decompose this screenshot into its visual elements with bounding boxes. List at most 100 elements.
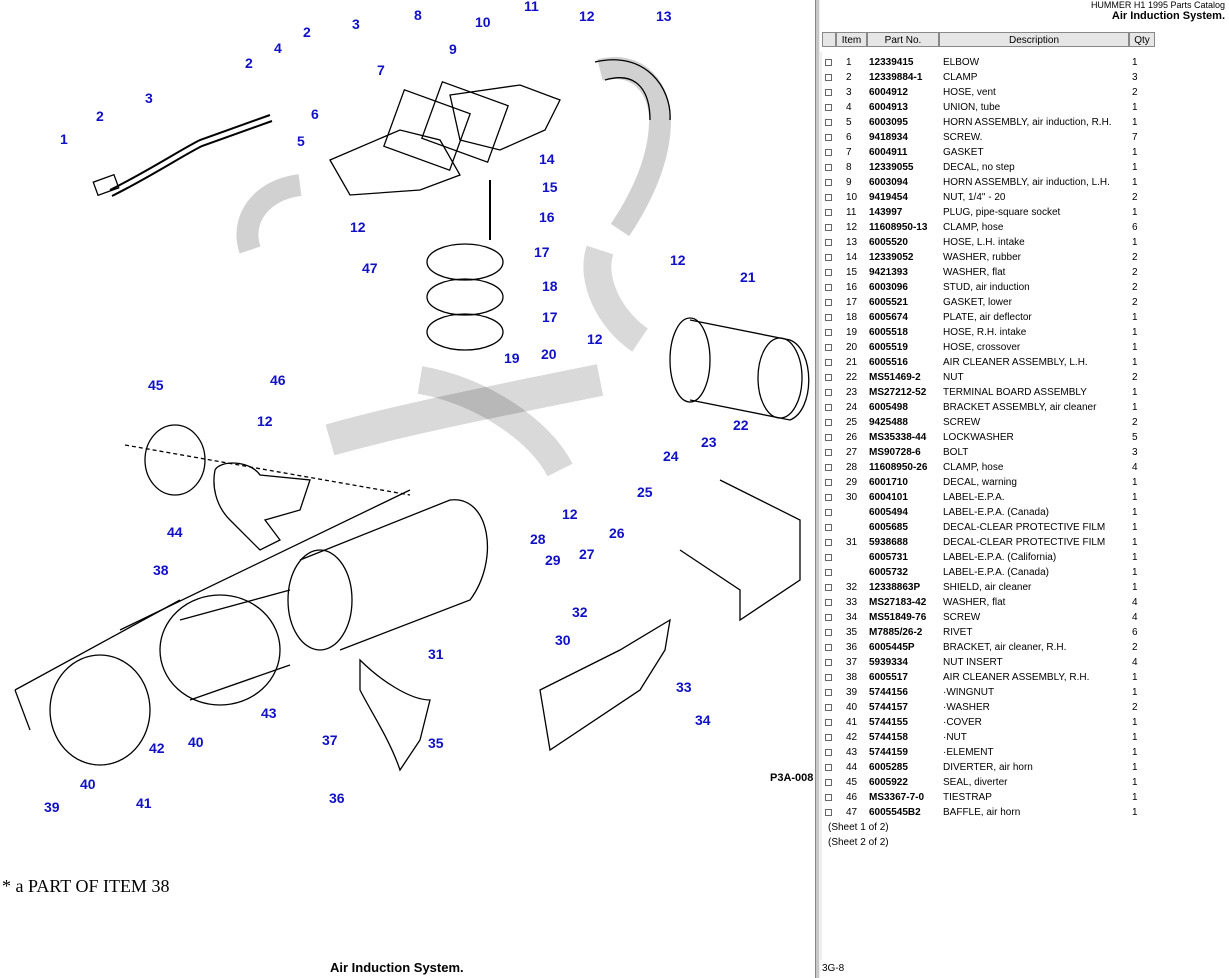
row-checkbox[interactable] — [825, 764, 832, 771]
row-checkbox[interactable] — [825, 389, 832, 396]
select-all-checkbox[interactable] — [822, 32, 836, 47]
row-checkbox[interactable] — [825, 449, 832, 456]
row-checkbox[interactable] — [825, 674, 832, 681]
sheet-link[interactable]: (Sheet 1 of 2) — [828, 822, 889, 833]
row-checkbox[interactable] — [825, 584, 832, 591]
row-checkbox[interactable] — [825, 239, 832, 246]
row-checkbox[interactable] — [825, 329, 832, 336]
row-checkbox[interactable] — [825, 614, 832, 621]
row-checkbox[interactable] — [825, 539, 832, 546]
row-checkbox[interactable] — [825, 134, 832, 141]
row-checkbox[interactable] — [825, 794, 832, 801]
row-checkbox[interactable] — [825, 704, 832, 711]
row-checkbox[interactable] — [825, 509, 832, 516]
row-checkbox[interactable] — [825, 434, 832, 441]
row-checkbox[interactable] — [825, 299, 832, 306]
row-checkbox[interactable] — [825, 659, 832, 666]
row-checkbox[interactable] — [825, 224, 832, 231]
row-checkbox[interactable] — [825, 104, 832, 111]
column-header-qty[interactable]: Qty — [1129, 32, 1155, 47]
row-checkbox[interactable] — [825, 164, 832, 171]
row-checkbox[interactable] — [825, 419, 832, 426]
row-checkbox[interactable] — [825, 554, 832, 561]
row-checkbox[interactable] — [825, 464, 832, 471]
row-checkbox[interactable] — [825, 149, 832, 156]
row-checkbox[interactable] — [825, 809, 832, 816]
column-header-part-no[interactable]: Part No. — [867, 32, 939, 47]
row-checkbox[interactable] — [825, 689, 832, 696]
row-checkbox[interactable] — [825, 644, 832, 651]
row-checkbox[interactable] — [825, 179, 832, 186]
sheet-link[interactable]: (Sheet 2 of 2) — [828, 837, 889, 848]
row-checkbox[interactable] — [825, 284, 832, 291]
row-checkbox[interactable] — [825, 524, 832, 531]
row-checkbox[interactable] — [825, 629, 832, 636]
row-checkbox[interactable] — [825, 734, 832, 741]
row-checkbox[interactable] — [825, 59, 832, 66]
row-checkbox[interactable] — [825, 74, 832, 81]
row-checkbox[interactable] — [825, 404, 832, 411]
column-header-description[interactable]: Description — [939, 32, 1129, 47]
row-checkbox[interactable] — [825, 359, 832, 366]
column-header-item[interactable]: Item — [836, 32, 867, 47]
row-checkbox[interactable] — [825, 599, 832, 606]
row-checkbox[interactable] — [825, 119, 832, 126]
row-checkbox[interactable] — [825, 269, 832, 276]
row-checkbox[interactable] — [825, 479, 832, 486]
row-checkbox[interactable] — [825, 314, 832, 321]
row-checkbox[interactable] — [825, 209, 832, 216]
row-checkbox[interactable] — [825, 569, 832, 576]
row-checkbox[interactable] — [825, 89, 832, 96]
row-checkbox[interactable] — [825, 344, 832, 351]
row-checkbox[interactable] — [825, 494, 832, 501]
row-checkbox[interactable] — [825, 749, 832, 756]
